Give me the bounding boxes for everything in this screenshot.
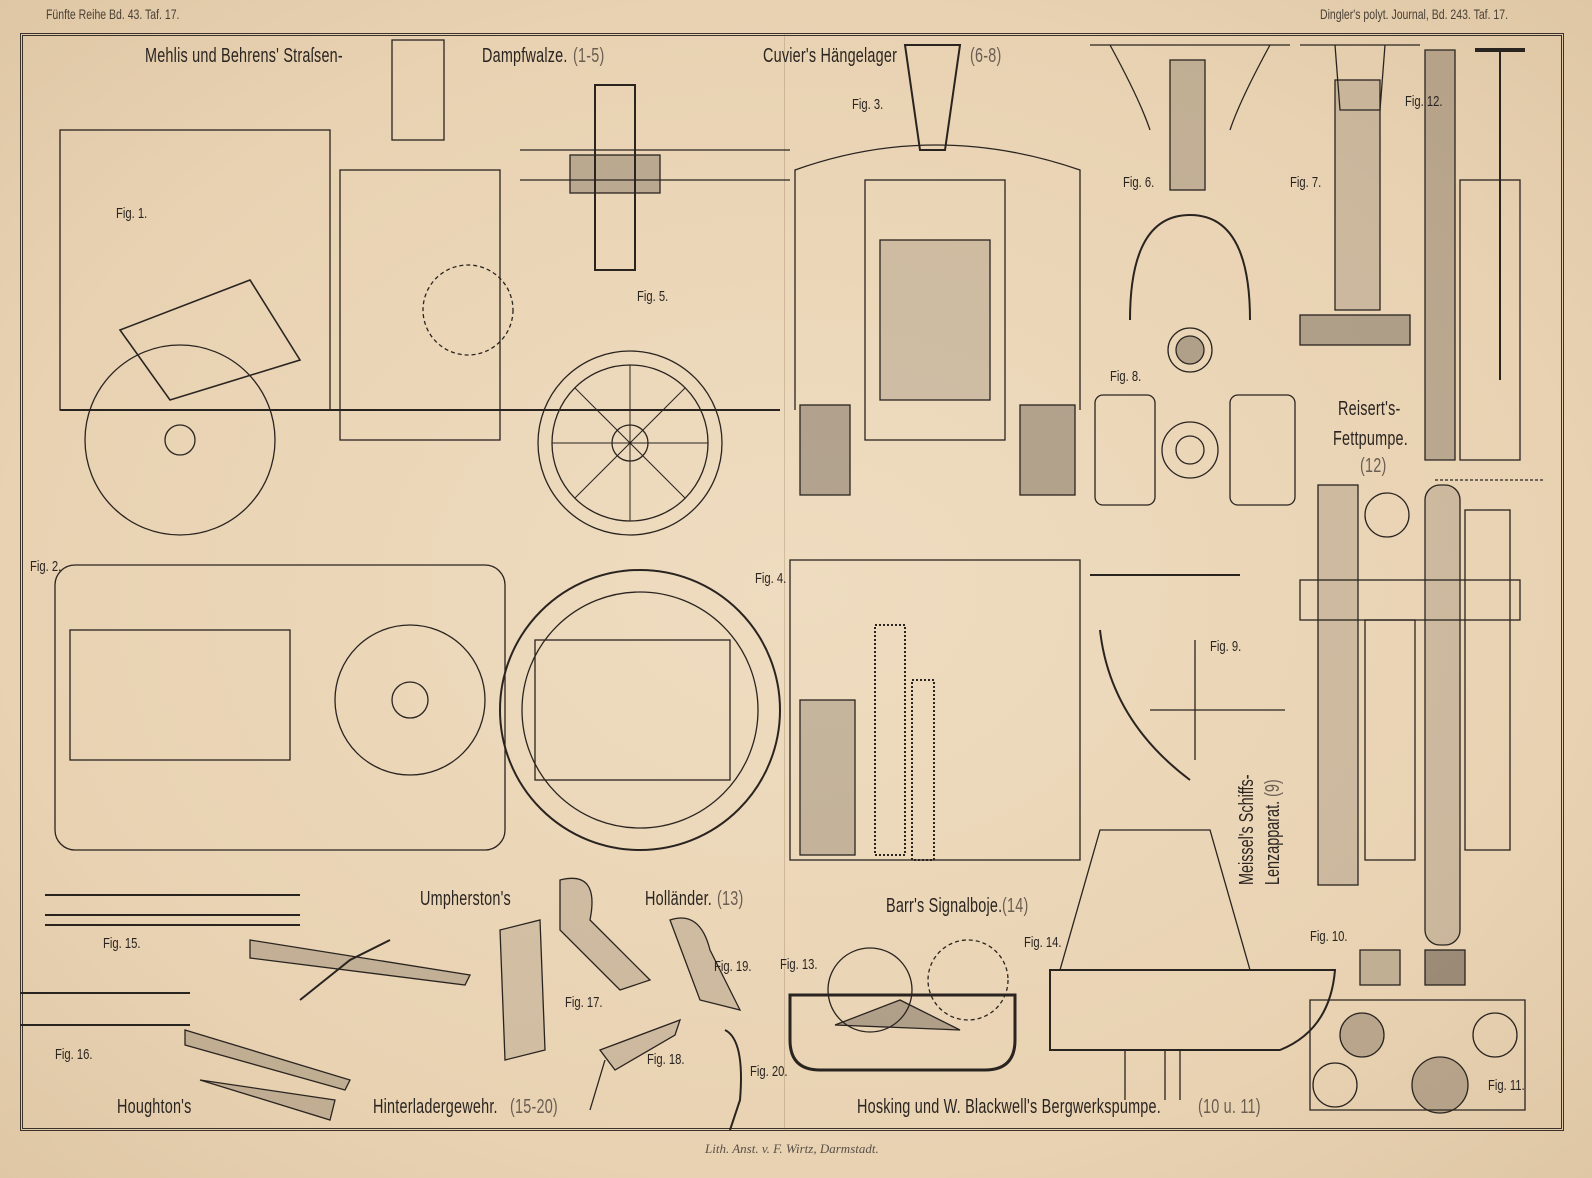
title-grease-pump-2: Fettpumpe. bbox=[1333, 428, 1409, 450]
fig-label-8: Fig. 8. bbox=[1110, 368, 1142, 385]
breechloader-rifle bbox=[20, 894, 471, 1121]
title-steamroller-range: (1-5) bbox=[573, 45, 605, 67]
plate-border bbox=[20, 33, 1564, 1131]
title-hanger: Cuvier's Hängelager bbox=[763, 45, 898, 67]
steamroller-side-view bbox=[59, 39, 780, 536]
title-steamroller-part2: Dampfwalze. bbox=[482, 45, 568, 67]
fig-label-6: Fig. 6. bbox=[1123, 174, 1155, 191]
fig-label-10: Fig. 10. bbox=[1310, 928, 1348, 945]
bilge-apparatus bbox=[1090, 574, 1285, 781]
hanger-bearings bbox=[1090, 44, 1420, 506]
fig-label-5: Fig. 5. bbox=[637, 288, 669, 305]
header-left: Fünfte Reihe Bd. 43. Taf. 17. bbox=[46, 6, 180, 22]
title-hanger-range: (6-8) bbox=[970, 45, 1002, 67]
roller-section bbox=[520, 84, 790, 271]
title-umpherston: Umpherston's bbox=[420, 888, 511, 910]
title-bilge-range: (9) bbox=[1262, 779, 1284, 797]
fig-label-7: Fig. 7. bbox=[1290, 174, 1322, 191]
hollander-beater bbox=[788, 939, 1017, 1072]
fig-label-9: Fig. 9. bbox=[1210, 638, 1242, 655]
title-buoy: Barr's Signalboje. bbox=[886, 895, 1003, 917]
title-steamroller-part1: Mehlis und Behrens' Straſsen- bbox=[145, 45, 343, 67]
title-bilge-2: Lenzapparat. (9) bbox=[1262, 779, 1285, 885]
title-grease-pump-1: Reisert's- bbox=[1338, 398, 1401, 420]
fig-label-17: Fig. 17. bbox=[565, 994, 603, 1011]
title-grease-pump-range: (12) bbox=[1360, 455, 1387, 477]
grease-pump bbox=[1424, 48, 1545, 481]
title-rifle: Hinterladergewehr. bbox=[373, 1096, 498, 1118]
fig-label-1: Fig. 1. bbox=[116, 205, 148, 222]
title-hollander-range: (13) bbox=[717, 888, 744, 910]
fig-label-2: Fig. 2. bbox=[30, 558, 62, 575]
steamroller-plan-view bbox=[54, 564, 781, 851]
title-hollander: Holländer. bbox=[645, 888, 713, 910]
center-fold bbox=[784, 33, 785, 1131]
fig-label-18: Fig. 18. bbox=[647, 1051, 685, 1068]
mine-pump bbox=[1299, 484, 1526, 1114]
title-bilge-text-2: Lenzapparat. bbox=[1262, 800, 1284, 885]
lithographer-imprint: Lith. Anst. v. F. Wirtz, Darmstadt. bbox=[705, 1141, 879, 1156]
fig-label-3: Fig. 3. bbox=[852, 96, 884, 113]
title-mine-pump-range: (10 u. 11) bbox=[1198, 1096, 1261, 1118]
signal-buoy bbox=[1049, 829, 1337, 1100]
title-houghton: Houghton's bbox=[117, 1096, 192, 1118]
roller-gear-view bbox=[789, 559, 1081, 861]
fig-label-16: Fig. 16. bbox=[55, 1046, 93, 1063]
fig-label-12: Fig. 12. bbox=[1405, 93, 1443, 110]
fig-label-14: Fig. 14. bbox=[1024, 934, 1062, 951]
fig-label-13: Fig. 13. bbox=[780, 956, 818, 973]
roller-front-view bbox=[794, 44, 1081, 496]
fig-label-20: Fig. 20. bbox=[750, 1063, 788, 1080]
title-bilge-1: Meissel's Schiffs- bbox=[1236, 774, 1259, 885]
header-right: Dingler's polyt. Journal, Bd. 243. Taf. … bbox=[1320, 6, 1509, 22]
fig-label-15: Fig. 15. bbox=[103, 935, 141, 952]
fig-label-11: Fig. 11. bbox=[1488, 1077, 1525, 1094]
title-rifle-range: (15-20) bbox=[510, 1096, 558, 1118]
title-buoy-range: (14) bbox=[1002, 895, 1029, 917]
title-bilge-text-1: Meissel's Schiffs- bbox=[1236, 774, 1258, 885]
fig-label-19: Fig. 19. bbox=[714, 958, 752, 975]
title-mine-pump: Hosking und W. Blackwell's Bergwerkspump… bbox=[857, 1096, 1161, 1118]
rifle-parts bbox=[499, 877, 742, 1131]
fig-label-4: Fig. 4. bbox=[755, 570, 787, 587]
